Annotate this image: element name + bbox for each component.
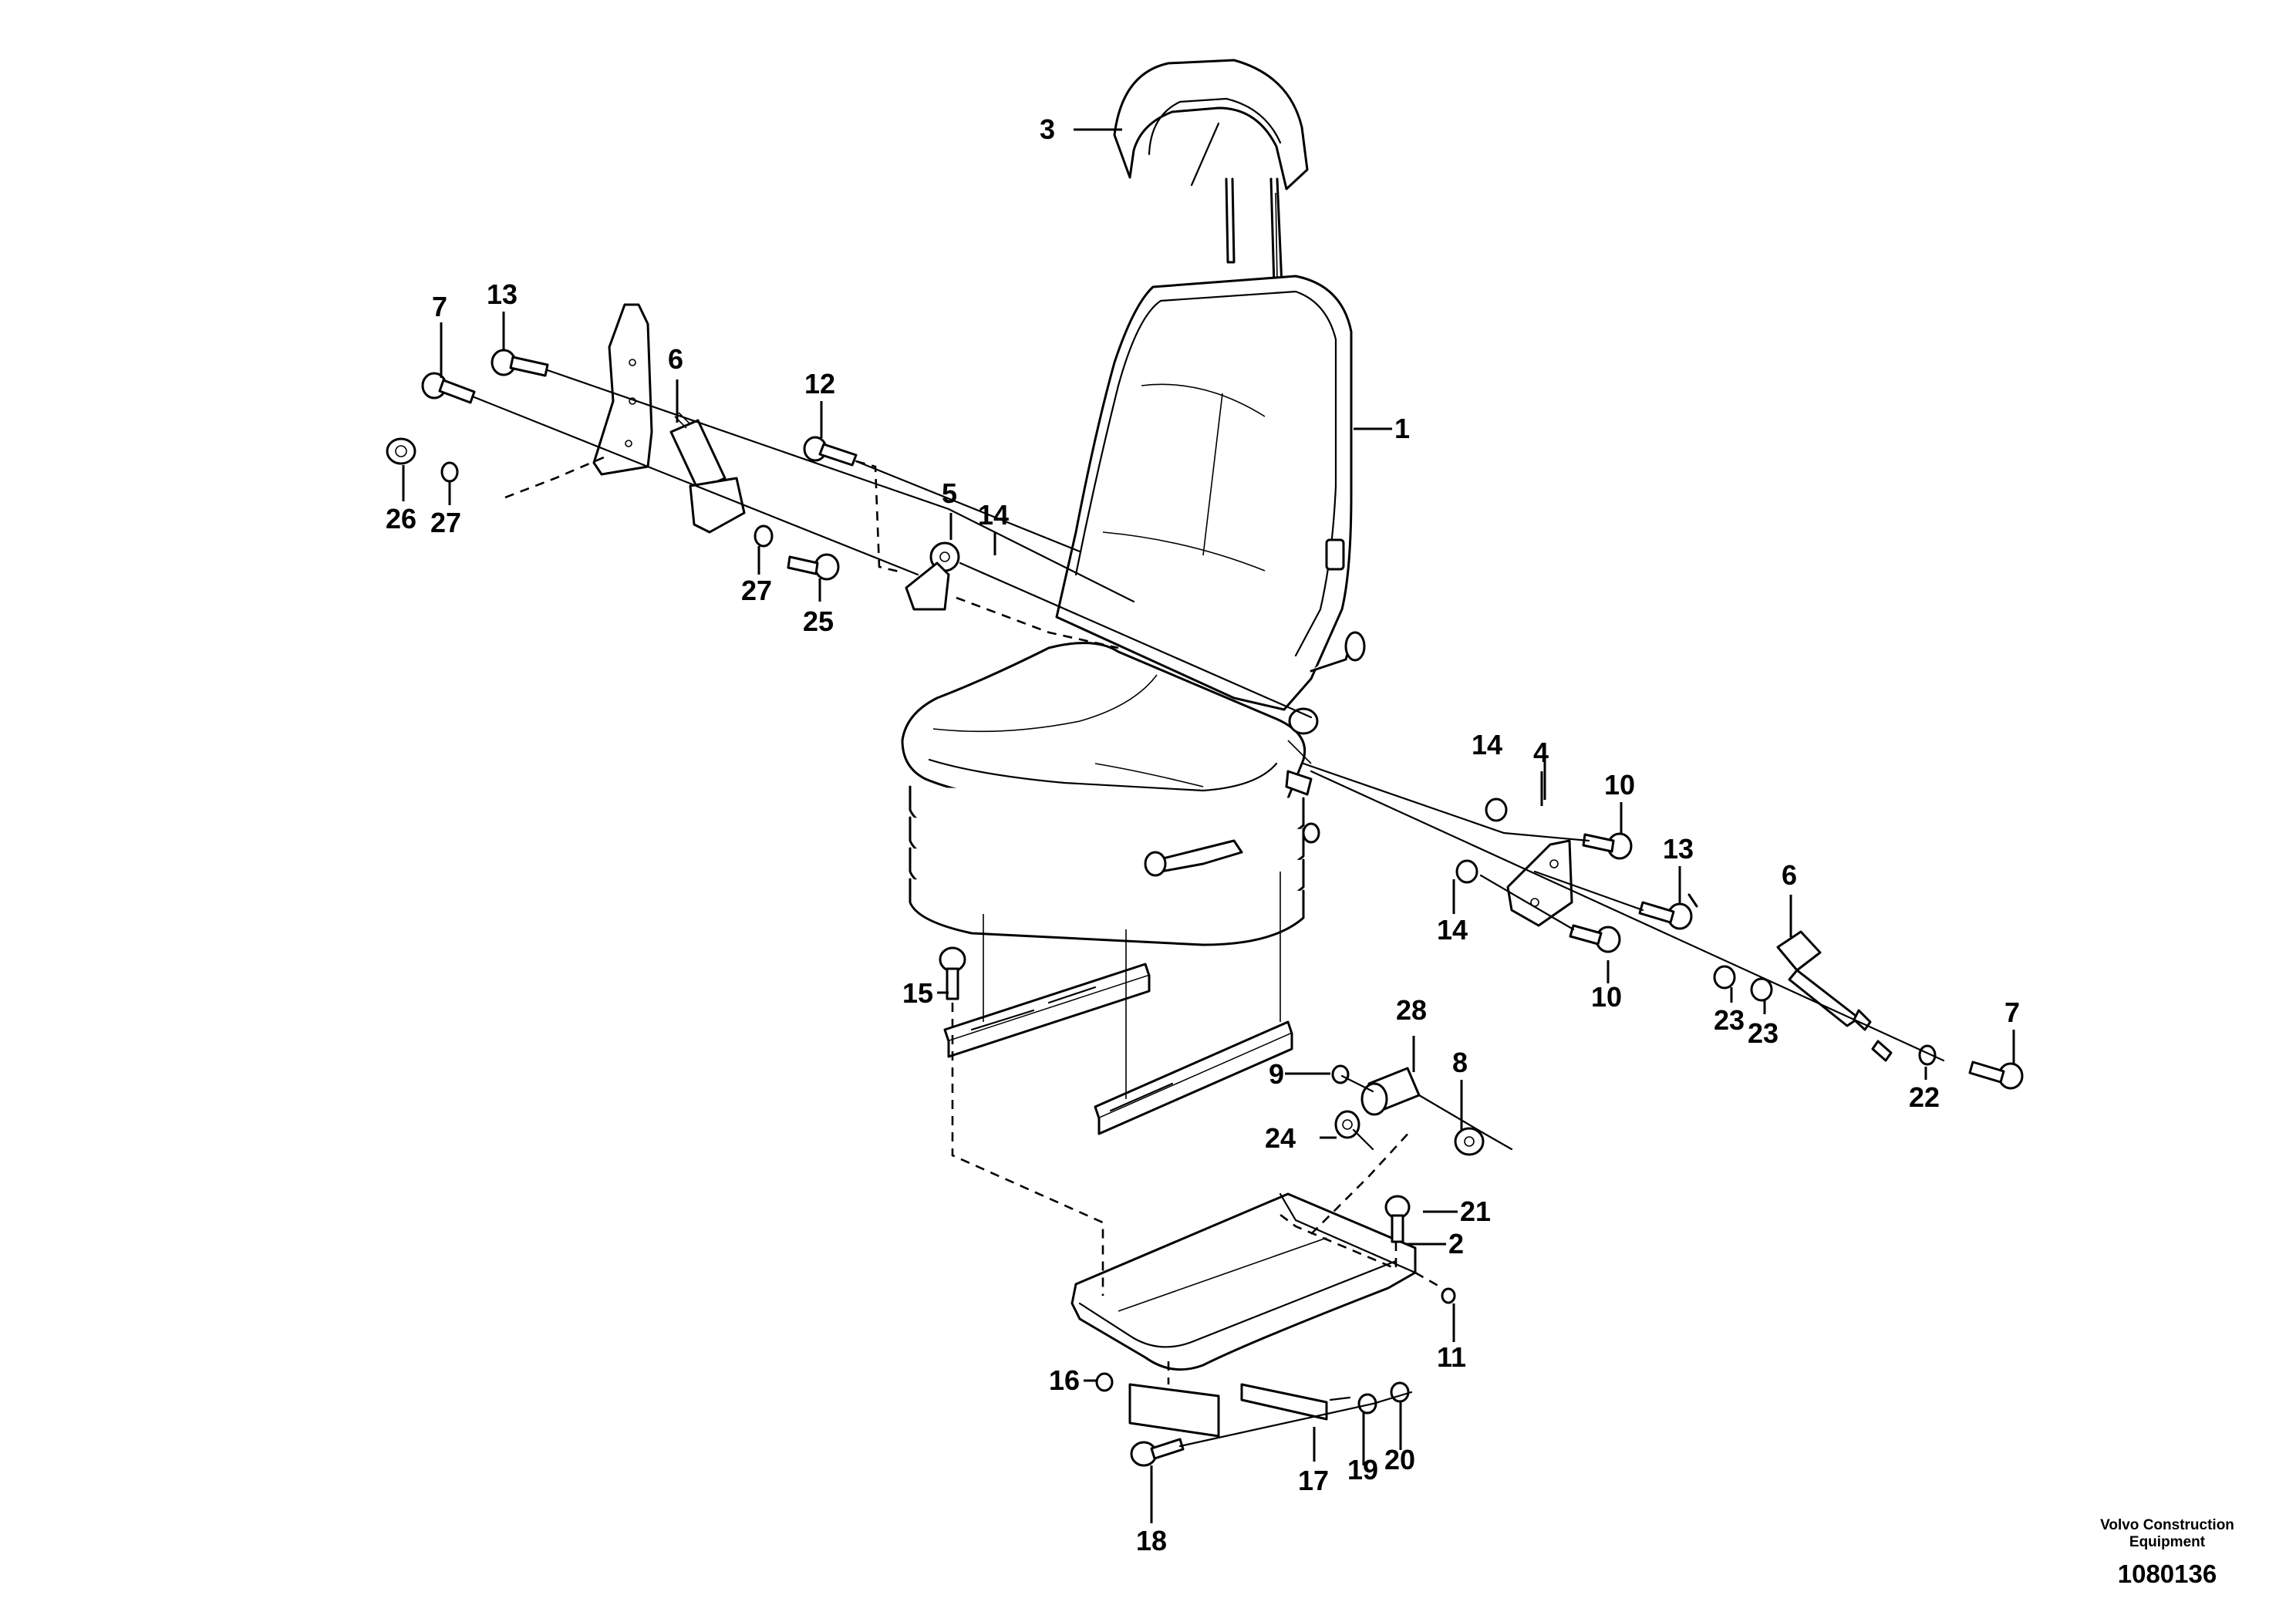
callout-24: 24 xyxy=(1265,1122,1296,1154)
reference-number: 1080136 xyxy=(2118,1560,2217,1588)
callout-leaders xyxy=(402,128,2015,1523)
publisher-credit: Volvo Construction Equipment 1080136 xyxy=(2100,1517,2234,1588)
callout-14-lower: 14 xyxy=(1437,914,1468,946)
callout-14-mid: 14 xyxy=(978,499,1009,531)
callout-10-lower: 10 xyxy=(1591,981,1622,1013)
callout-13-left: 13 xyxy=(487,278,518,310)
callout-16: 16 xyxy=(1049,1364,1080,1396)
callout-6-left: 6 xyxy=(668,343,683,375)
callout-26: 26 xyxy=(386,503,416,534)
callout-7-right: 7 xyxy=(2004,996,2020,1028)
callout-10-upper: 10 xyxy=(1604,769,1635,801)
callout-6-right: 6 xyxy=(1782,859,1797,891)
callout-2: 2 xyxy=(1448,1228,1464,1259)
bolts xyxy=(421,349,2024,1467)
callout-17: 17 xyxy=(1298,1465,1329,1496)
callout-labels: 1 2 3 4 5 6 6 7 7 8 9 10 10 11 12 13 13 … xyxy=(386,113,2020,1556)
pivot-hardware xyxy=(1095,1064,1485,1415)
callout-12: 12 xyxy=(804,368,835,400)
callout-9: 9 xyxy=(1269,1058,1284,1090)
slide-rails xyxy=(943,872,1293,1135)
callout-11: 11 xyxy=(1437,1341,1466,1373)
callout-3: 3 xyxy=(1040,113,1055,145)
callout-23-b: 23 xyxy=(1748,1017,1778,1049)
callout-27-lower: 27 xyxy=(430,507,461,538)
callout-18: 18 xyxy=(1136,1525,1167,1556)
callout-8: 8 xyxy=(1452,1047,1468,1078)
callout-19: 19 xyxy=(1347,1454,1378,1485)
credit-line-2: Equipment xyxy=(2129,1534,2206,1550)
callout-22: 22 xyxy=(1909,1081,1940,1113)
callout-25: 25 xyxy=(803,605,834,637)
callout-14-upper: 14 xyxy=(1472,729,1502,760)
callout-13-right: 13 xyxy=(1663,833,1694,865)
right-belt-assembly xyxy=(1455,798,1937,1066)
left-belt-assembly xyxy=(386,303,960,611)
callout-21: 21 xyxy=(1460,1195,1491,1227)
callout-5: 5 xyxy=(942,477,957,509)
callout-1: 1 xyxy=(1394,413,1410,444)
callout-27-upper: 27 xyxy=(741,575,772,606)
callout-7-left: 7 xyxy=(432,291,447,322)
seat-part xyxy=(901,275,1366,946)
callout-28: 28 xyxy=(1396,994,1427,1026)
assembly-axis-lines xyxy=(473,369,1945,1448)
credit-line-1: Volvo Construction xyxy=(2100,1517,2234,1533)
callout-4: 4 xyxy=(1533,737,1549,768)
headrest-part xyxy=(1113,59,1309,287)
callout-20: 20 xyxy=(1384,1444,1415,1475)
seat-base-plate xyxy=(1070,1192,1417,1438)
callout-15: 15 xyxy=(902,977,933,1009)
dashed-assembly-lines xyxy=(504,454,1443,1384)
callout-23-a: 23 xyxy=(1714,1004,1745,1036)
